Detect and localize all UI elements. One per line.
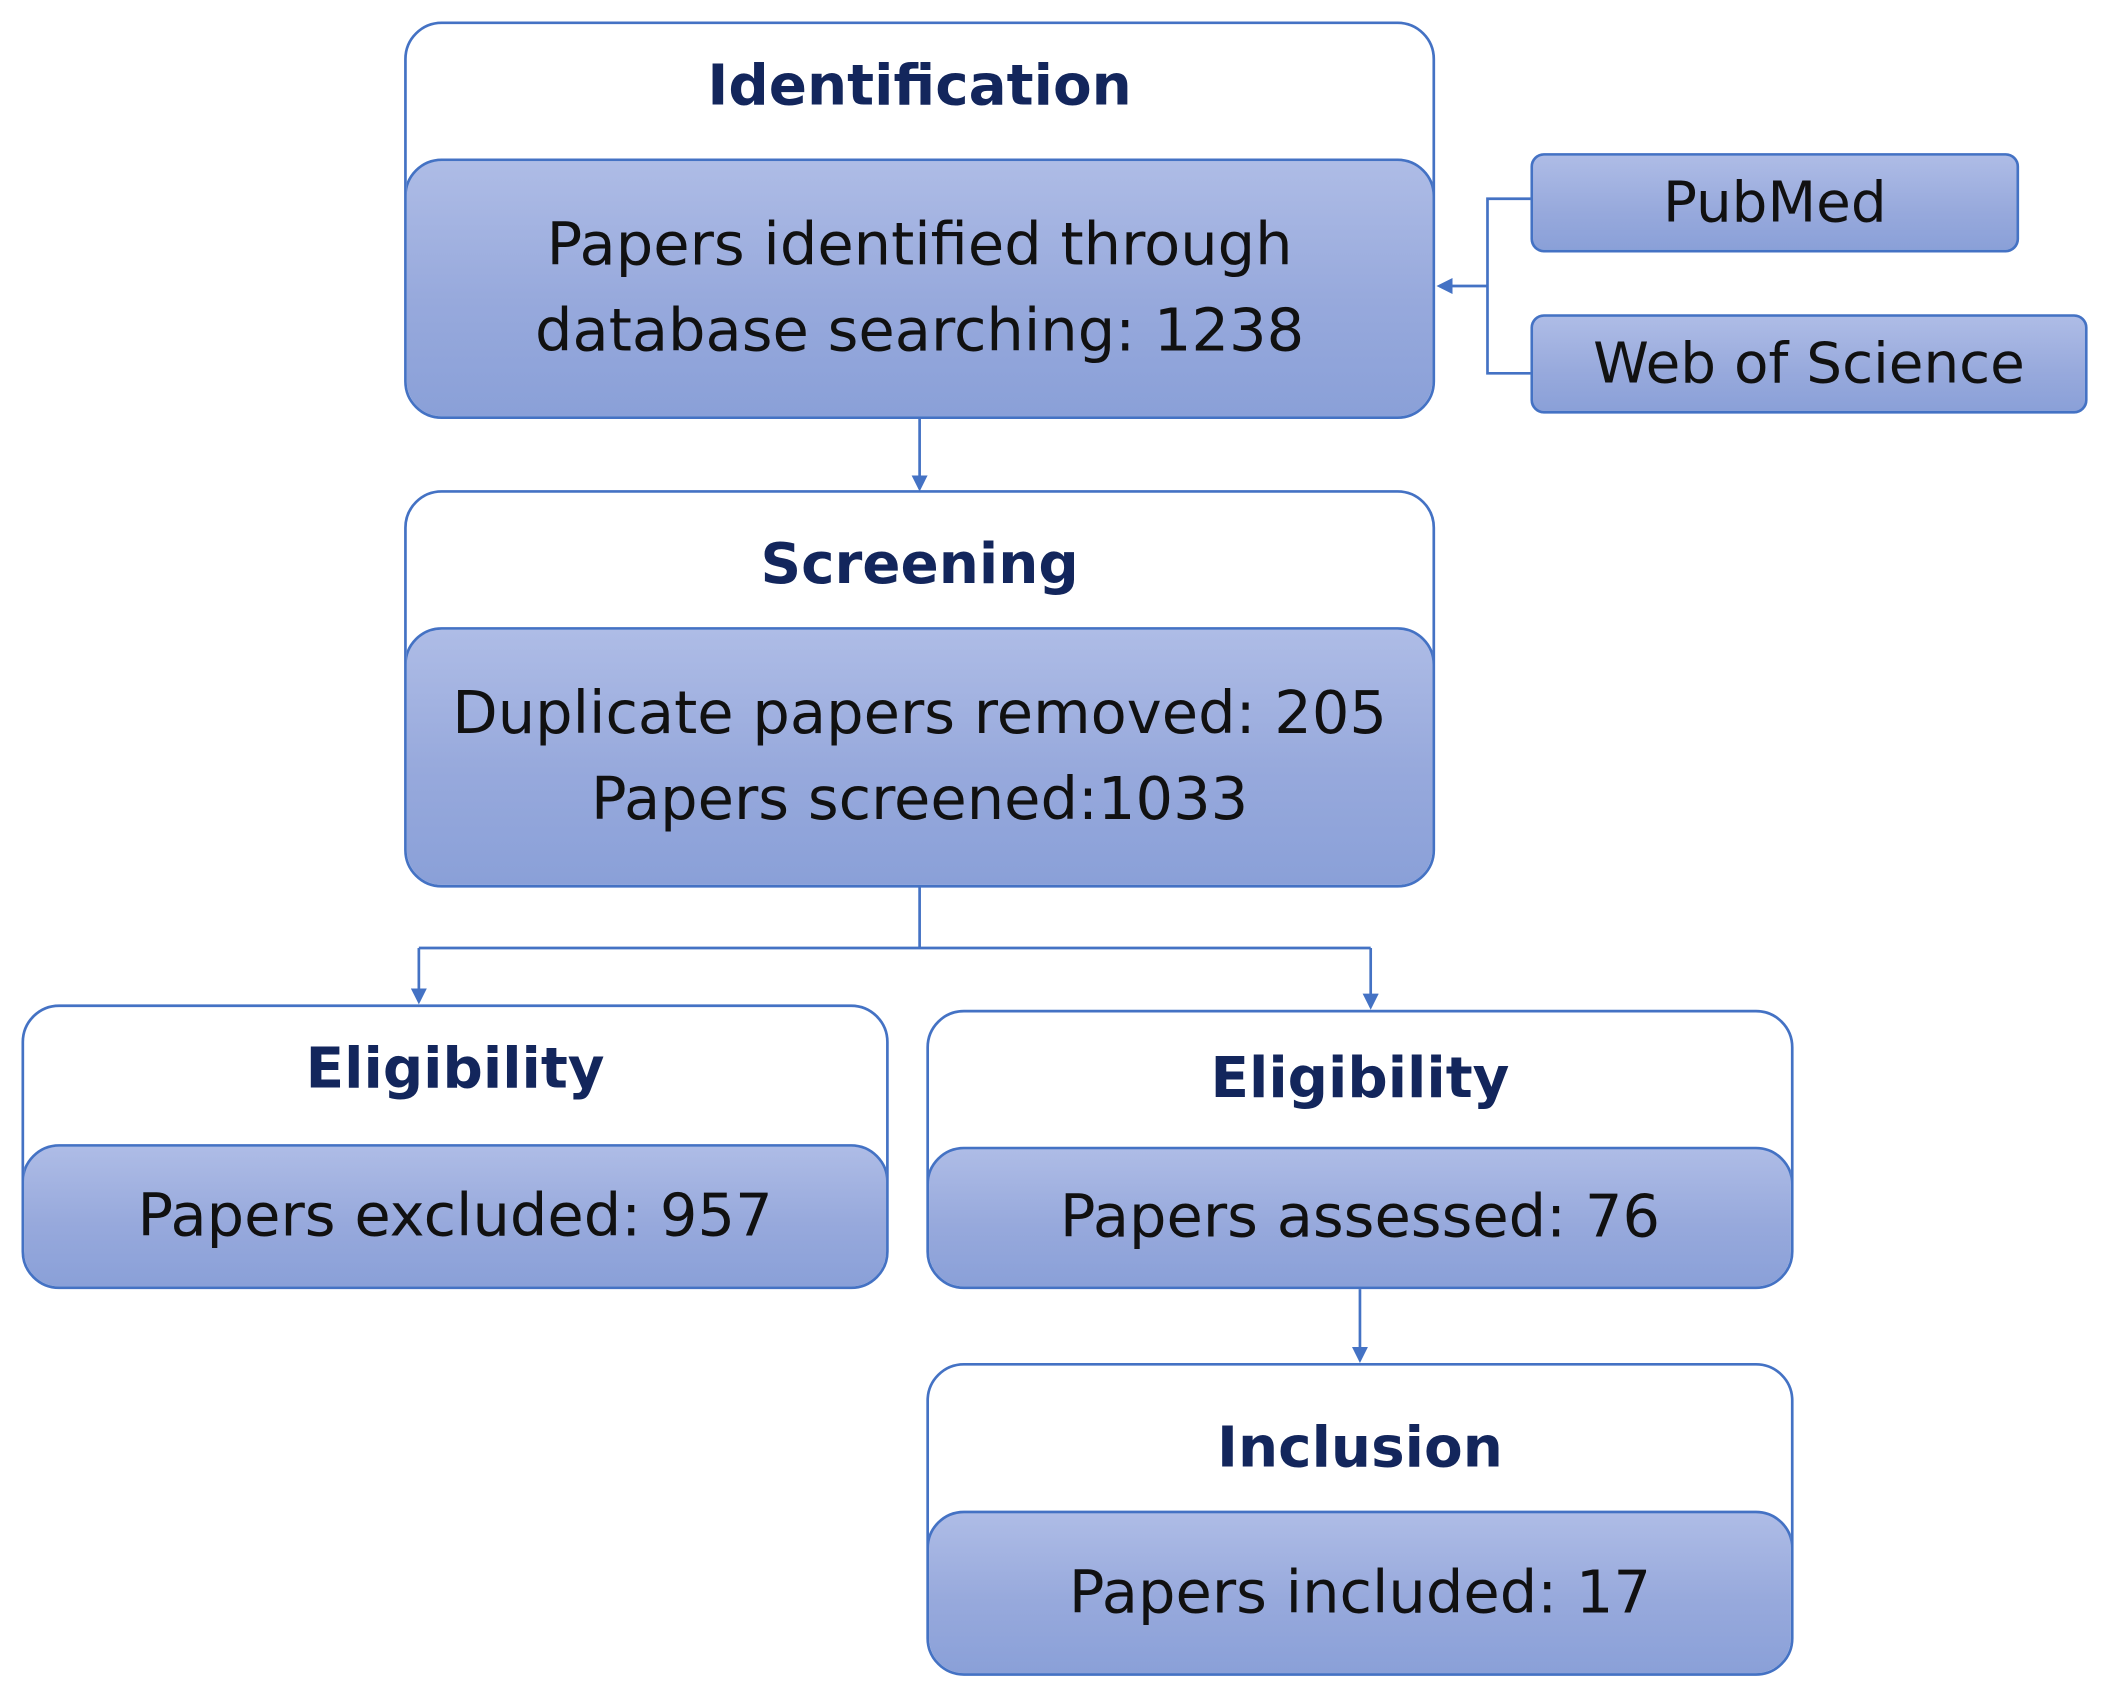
sources-bracket-line [1486,197,1531,375]
papers-included-text: Papers included: 17 [1068,1558,1652,1627]
source-web-of-science: Web of Science [1530,314,2088,414]
eligibility-excluded-stage: Eligibility Papers excluded: 957 [21,1004,889,1290]
screening-body: Duplicate papers removed: 205 Papers scr… [406,627,1433,885]
inclusion-body: Papers included: 17 [929,1510,1791,1674]
eligibility-excluded-title: Eligibility [305,1035,605,1102]
inclusion-title: Inclusion [1217,1413,1503,1480]
inclusion-stage: Inclusion Papers included: 17 [926,1362,1794,1676]
identification-line-2: database searching: 1238 [535,296,1305,366]
source-pubmed: PubMed [1530,153,2020,253]
papers-excluded-text: Papers excluded: 957 [137,1181,773,1251]
eligibility-excluded-body: Papers excluded: 957 [24,1144,887,1287]
eligibility-assessed-title: Eligibility [1210,1044,1510,1111]
identification-title: Identification [707,52,1132,119]
identification-body: Papers identified through database searc… [406,158,1433,417]
eligibility-assessed-body: Papers assessed: 76 [929,1146,1791,1287]
screening-title: Screening [760,530,1079,597]
screening-line-1: Duplicate papers removed: 205 [452,679,1388,749]
screening-stage: Screening Duplicate papers removed: 205 … [404,490,1436,888]
identification-stage: Identification Papers identified through… [404,21,1436,419]
screening-split-line [418,886,1371,950]
identification-line-1: Papers identified through [546,211,1293,280]
eligibility-assessed-stage: Eligibility Papers assessed: 76 [926,1009,1794,1290]
screening-line-2: Papers screened:1033 [590,765,1249,834]
papers-assessed-text: Papers assessed: 76 [1059,1183,1661,1252]
